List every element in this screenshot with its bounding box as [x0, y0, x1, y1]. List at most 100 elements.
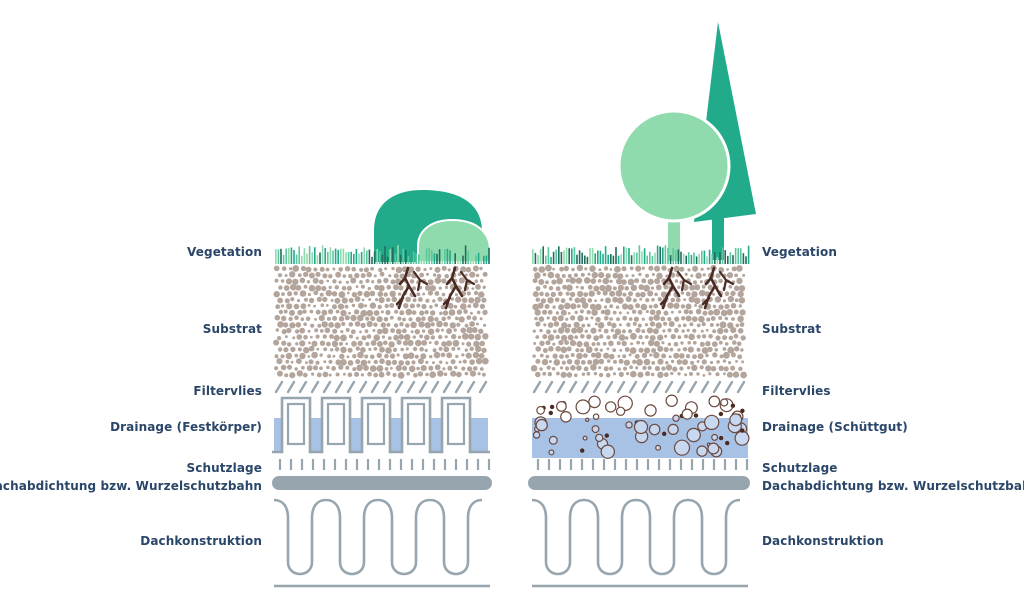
grass-blade: [719, 252, 721, 264]
grass-blade: [327, 251, 329, 264]
grass-blade: [565, 247, 568, 264]
left-protection-layer: [278, 459, 491, 470]
substrate-grain: [586, 334, 592, 340]
substrate-grain: [535, 297, 540, 302]
substrate-grain: [606, 335, 611, 340]
substrate-grain: [688, 310, 693, 315]
substrate-grain: [576, 326, 584, 334]
substrate-grain: [651, 348, 657, 353]
substrate-grain: [592, 358, 600, 366]
substrate-grain: [276, 358, 283, 365]
substrate-grain: [286, 327, 292, 334]
substrate-grain: [355, 346, 360, 351]
substrate-grain: [648, 265, 654, 271]
substrate-grain: [590, 364, 597, 371]
substrate-grain: [559, 366, 564, 370]
substrate-grain: [425, 372, 429, 377]
substrate-grain: [561, 360, 566, 365]
fleece-stroke: [430, 380, 440, 394]
substrate-grain: [481, 347, 487, 353]
substrate-grain: [602, 341, 607, 346]
grass-blade: [402, 248, 404, 264]
right-label-protection: Schutzlage: [762, 461, 838, 475]
substrate-grain: [367, 286, 371, 291]
substrate-grain: [469, 271, 476, 278]
fleece-stroke: [346, 380, 356, 394]
substrate-grain: [294, 315, 299, 321]
grass-blade: [729, 252, 732, 264]
fleece-stroke: [676, 380, 686, 394]
substrate-grain: [273, 291, 280, 298]
grass-blade: [651, 255, 654, 264]
substrate-grain: [535, 358, 541, 364]
substrate-grain: [701, 322, 706, 327]
substrate-grain: [315, 309, 321, 315]
substrate-grain: [418, 297, 423, 302]
substrate-grain: [469, 346, 474, 351]
substrate-grain: [654, 365, 661, 372]
substrate-grain: [617, 354, 621, 358]
substrate-grain: [651, 273, 655, 276]
substrate-grain: [603, 266, 609, 271]
bulk-granule: [648, 423, 661, 436]
substrate-grain: [458, 277, 465, 284]
substrate-grain: [609, 279, 613, 283]
substrate-grain: [538, 279, 545, 285]
right-stack: [528, 22, 756, 588]
fleece-stroke: [736, 380, 746, 394]
substrate-grain: [739, 322, 745, 327]
substrate-grain: [545, 340, 551, 346]
substrate-grain: [739, 309, 746, 316]
substrate-grain: [427, 315, 434, 323]
grass-blade: [617, 255, 620, 264]
grass-blade: [454, 253, 456, 264]
substrate-grain: [471, 287, 475, 290]
substrate-grain: [605, 372, 611, 378]
substrate-grain: [315, 285, 322, 292]
grass-blade: [431, 249, 433, 264]
substrate-grain: [424, 348, 428, 352]
substrate-grain: [627, 278, 635, 286]
substrate-grain: [726, 268, 729, 271]
grass-blade: [649, 251, 651, 264]
substrate-grain: [532, 278, 538, 284]
substrate-grain: [728, 361, 732, 365]
grass-blade: [379, 251, 381, 264]
substrate-grain: [328, 285, 332, 290]
substrate-grain: [402, 317, 406, 322]
substrate-grain: [636, 358, 643, 366]
substrate-grain: [475, 273, 480, 278]
substrate-grain: [617, 273, 624, 280]
grass-blade: [389, 249, 391, 264]
substrate-grain: [278, 285, 283, 290]
substrate-grain: [625, 274, 629, 278]
substrate-grain: [728, 285, 733, 289]
substrate-grain: [539, 353, 544, 358]
substrate-grain: [740, 371, 747, 379]
substrate-grain: [338, 291, 346, 298]
substrate-grain: [694, 284, 701, 291]
fleece-stroke: [712, 380, 722, 394]
root-branch: [676, 270, 693, 292]
substrate-grain: [737, 290, 744, 298]
substrate-grain: [482, 285, 486, 289]
substrate-grain: [648, 304, 653, 309]
grass-blade: [716, 257, 719, 264]
grass-blade: [734, 247, 737, 264]
substrate-grain: [625, 296, 632, 303]
substrate-grain: [403, 334, 411, 341]
drainage-stud: [286, 402, 306, 446]
substrate-grain: [735, 360, 738, 363]
substrate-grain: [724, 291, 730, 297]
grass-blade: [560, 252, 563, 264]
substrate-grain: [555, 311, 560, 315]
substrate-grain: [653, 340, 661, 347]
substrate-grain: [648, 316, 654, 322]
substrate-grain: [730, 302, 737, 309]
substrate-grain: [332, 267, 336, 271]
substrate-grain: [351, 266, 357, 272]
substrate-grain: [360, 309, 368, 317]
bulk-granule: [575, 399, 591, 415]
substrate-grain: [550, 291, 556, 298]
substrate-grain: [393, 334, 399, 341]
